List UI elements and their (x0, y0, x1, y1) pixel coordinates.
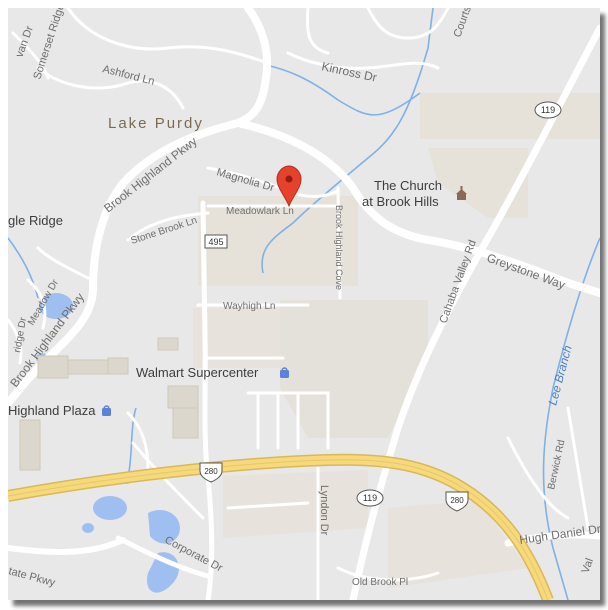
label-brook-highland-pkwy-top: Brook Highland Pkwy (101, 134, 200, 215)
road (336, 566, 440, 582)
label-magnolia-dr: Magnolia Dr (215, 166, 276, 194)
highway-280-divider (8, 459, 549, 600)
shield-280-right-label: 280 (450, 496, 464, 505)
old-brook-road (115, 535, 211, 579)
road (126, 411, 150, 470)
label-wayhigh-ln: Wayhigh Ln (223, 301, 275, 312)
pond (82, 523, 94, 533)
label-lee-branch: Lee Branch (545, 344, 574, 407)
building (107, 357, 129, 375)
developed-area (428, 148, 528, 218)
building (167, 385, 199, 409)
label-walmart: Walmart Supercenter (136, 365, 259, 380)
minor-roads (8, 8, 590, 600)
pond (93, 496, 127, 520)
road (226, 501, 310, 510)
stream (265, 64, 421, 116)
road (66, 8, 270, 65)
developed-areas (193, 93, 600, 588)
label-old-brook-pl: Old Brook Pl (352, 577, 408, 588)
label-somerset-ridge: Somerset Ridge (31, 8, 67, 81)
stream (127, 407, 137, 479)
label-brook-highland-cove: Brook Highland Cove (334, 205, 344, 290)
buildings (19, 337, 199, 471)
label-church-line2: at Brook Hills (362, 194, 439, 209)
developed-area (388, 500, 528, 588)
label-greystone-way: Greystone Way (485, 251, 567, 292)
label-gle-ridge: gle Ridge (8, 213, 63, 228)
stream (8, 237, 39, 299)
road (286, 51, 440, 70)
label-meadowlark-ln: Meadowlark Ln (226, 206, 294, 217)
shield-495-label: 495 (208, 237, 223, 247)
label-courts: Courts (452, 8, 475, 39)
label-lake-purdy: Lake Purdy (108, 115, 204, 132)
stream (542, 237, 600, 600)
shopping-bag-icon[interactable] (280, 367, 289, 378)
label-ridge-dr: ridge Dr (12, 316, 29, 354)
pond (39, 293, 73, 319)
road (305, 8, 330, 55)
road (8, 318, 23, 365)
label-hugh-daniel-dr: Hugh Daniel Dr (518, 522, 600, 547)
building (67, 359, 109, 375)
label-cahaba-valley-rd: Cahaba Valley Rd (438, 238, 479, 325)
road (246, 391, 330, 450)
label-berwick-rd: Berwick Rd (546, 439, 567, 491)
label-state-pkwy: tate Pkwy (8, 565, 57, 589)
map-pin-icon[interactable] (276, 165, 302, 208)
stream (261, 8, 434, 274)
interstate-280 (8, 453, 554, 600)
road (26, 278, 47, 330)
pond (148, 510, 180, 544)
label-church-line1: The Church (374, 178, 442, 193)
road (131, 441, 205, 520)
label-valley-edge: Val (580, 557, 596, 575)
building (157, 337, 179, 351)
road (126, 211, 210, 242)
developed-area (420, 93, 600, 139)
map-svg[interactable]: 495 119 119 280 280 van Dr Somerset Ridg… (8, 8, 600, 600)
road (506, 436, 570, 520)
shield-280-left-label: 280 (204, 467, 218, 476)
building (172, 407, 199, 439)
building (37, 355, 69, 379)
label-kinross-dr: Kinross Dr (320, 59, 378, 84)
label-lyndon-dr: Lyndon Dr (318, 485, 330, 536)
developed-area (193, 308, 280, 368)
road (256, 391, 300, 450)
road (11, 31, 50, 80)
label-highland-plaza: Highland Plaza (8, 403, 96, 418)
road (566, 406, 590, 530)
place-labels: gle Ridge The Church at Brook Hills Walm… (8, 178, 467, 418)
church-icon[interactable] (456, 186, 467, 200)
developed-area (280, 300, 428, 438)
road (36, 66, 185, 110)
greystone-way-road (234, 119, 600, 297)
streams (8, 8, 600, 600)
shield-495: 495 (204, 234, 228, 249)
state-pkwy-road (8, 537, 126, 555)
shield-119-top: 119 (534, 101, 562, 119)
map-canvas[interactable]: 495 119 119 280 280 van Dr Somerset Ridg… (8, 8, 600, 600)
road (366, 8, 450, 40)
shield-119-bottom: 119 (356, 489, 384, 507)
road (36, 246, 90, 280)
shield-280-right: 280 (445, 491, 469, 512)
shield-119-bottom-label: 119 (363, 493, 377, 503)
road (336, 186, 342, 300)
building (19, 419, 41, 471)
shield-119-top-label: 119 (541, 105, 555, 115)
shopping-bag-icon[interactable] (102, 405, 111, 416)
shield-280-left: 280 (199, 462, 223, 483)
